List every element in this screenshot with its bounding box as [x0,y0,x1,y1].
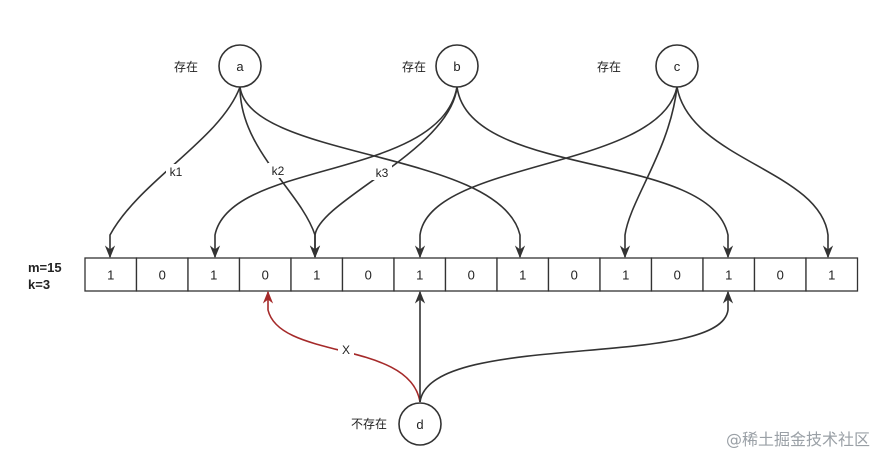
node-c-label: c [674,59,681,74]
bit-cell: 0 [753,257,807,292]
bit-cell: 1 [599,257,653,292]
param-k: k=3 [28,277,50,292]
hash-label-k1-group: k1 [166,164,186,179]
bit-cell-box [496,257,550,292]
bit-cell: 1 [702,257,756,292]
bit-cell-box [753,257,807,292]
arrow-b-to-bit-2 [209,86,458,259]
node-b-label: b [453,59,460,74]
bit-array: 1 0 1 0 1 0 1 0 1 0 1 0 1 0 1 [84,257,859,292]
watermark: @稀土掘金技术社区 [726,430,870,449]
arrow-c-to-bit-10 [619,86,678,259]
node-d-label: d [416,417,423,432]
hash-label-k2: k2 [272,164,285,178]
bit-cell: 1 [187,257,241,292]
hash-label-k1: k1 [170,165,183,179]
bit-value: 1 [828,268,835,283]
bit-cell: 1 [393,257,447,292]
node-c: 存在 c [597,44,699,88]
bit-value: 0 [777,268,784,283]
bit-value: 0 [262,268,269,283]
node-d: 不存在 d [351,402,442,446]
bit-cell: 1 [805,257,859,292]
bit-cell: 0 [547,257,601,292]
bit-cell: 0 [341,257,395,292]
bit-cell: 1 [84,257,138,292]
node-a-status: 存在 [174,60,198,74]
bit-cell-box [84,257,138,292]
bit-value: 0 [365,268,372,283]
node-c-status: 存在 [597,60,621,74]
arrow-b-to-bit-12 [456,86,734,259]
bit-value: 1 [210,268,217,283]
bit-cell-box [290,257,344,292]
bit-value: 1 [416,268,423,283]
bit-value: 1 [313,268,320,283]
hash-label-k3-group: k3 [372,165,392,180]
bit-cell: 0 [135,257,189,292]
bit-value: 1 [107,268,114,283]
bit-cell-box [135,257,189,292]
node-a: 存在 a [174,44,262,88]
bit-cell: 1 [496,257,550,292]
bit-value: 1 [622,268,629,283]
node-d-status: 不存在 [351,417,387,431]
bit-value: 1 [519,268,526,283]
hash-arrows [104,86,834,259]
hash-label-k3: k3 [376,166,389,180]
bit-cell-box [341,257,395,292]
arrow-a-to-bit-8 [239,86,526,259]
bit-value: 0 [571,268,578,283]
node-b-status: 存在 [402,60,426,74]
arrow-d-to-bit-12 [419,290,734,403]
bit-value: 0 [674,268,681,283]
query-mark: X [342,343,350,357]
query-arrows [262,290,734,403]
param-m: m=15 [28,260,62,275]
bit-cell: 0 [238,257,292,292]
bit-cell: 0 [444,257,498,292]
bit-cell: 1 [290,257,344,292]
bit-value: 1 [725,268,732,283]
bit-cell-box [805,257,859,292]
bit-value: 0 [468,268,475,283]
hash-label-k2-group: k2 [268,163,288,178]
arrow-c-to-bit-14 [676,86,834,259]
node-a-label: a [236,59,244,74]
bit-cell-box [444,257,498,292]
bit-cell-box [650,257,704,292]
bit-cell-box [547,257,601,292]
node-b: 存在 b [402,44,479,88]
bit-cell: 0 [650,257,704,292]
arrow-c-to-bit-6 [414,86,678,259]
bit-value: 0 [159,268,166,283]
query-mark-group: X [338,342,354,357]
